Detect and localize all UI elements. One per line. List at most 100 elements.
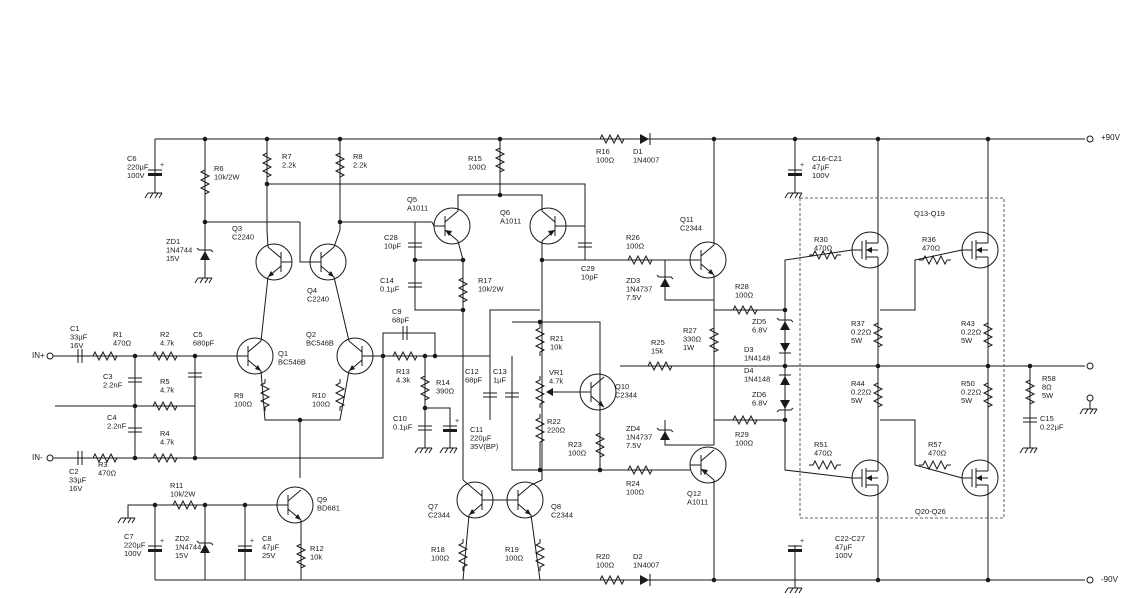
r22-resistor xyxy=(534,414,546,446)
c6-capacitor: + xyxy=(148,162,164,176)
output-ground-terminal xyxy=(1086,394,1094,402)
r23-resistor xyxy=(594,429,606,461)
output-stage-box xyxy=(799,197,1005,519)
wire xyxy=(714,309,786,421)
pos-rail-terminal xyxy=(1086,135,1094,143)
r15-resistor xyxy=(494,144,506,176)
r50-resistor xyxy=(982,379,994,411)
zd4-zener xyxy=(656,427,674,440)
c29-capacitor xyxy=(578,242,592,248)
svg-text:+: + xyxy=(800,538,804,545)
q5-transistor xyxy=(433,207,471,245)
junction-dot xyxy=(264,136,270,142)
r58-resistor xyxy=(1024,376,1036,408)
junction-dot xyxy=(782,363,788,369)
svg-text:+: + xyxy=(455,418,459,425)
r26-resistor xyxy=(624,254,656,266)
c2-capacitor xyxy=(77,451,83,465)
wire xyxy=(382,332,436,356)
input-minus-label: IN- xyxy=(32,453,43,462)
ground-symbol xyxy=(1019,439,1038,454)
junction-dot xyxy=(875,136,881,142)
c12-capacitor xyxy=(483,392,497,398)
vr1-potentiometer xyxy=(534,376,546,408)
wire xyxy=(664,420,714,446)
r13-resistor xyxy=(389,350,421,362)
ground-symbol xyxy=(414,439,433,454)
q2-transistor xyxy=(336,337,374,375)
r36-resistor xyxy=(919,254,951,266)
pos-rail-label: +90V xyxy=(1101,133,1121,142)
zd3-zener xyxy=(656,274,674,287)
r21-resistor xyxy=(534,324,546,356)
r19-resistor xyxy=(534,539,546,571)
r37-resistor xyxy=(872,319,884,351)
wire xyxy=(511,356,600,471)
ground-symbol xyxy=(1079,400,1098,415)
r7-resistor xyxy=(261,149,273,181)
c4-capacitor xyxy=(128,427,142,433)
d1-diode xyxy=(640,133,651,145)
c10-capacitor: + xyxy=(443,418,459,432)
zd2-zener xyxy=(196,540,214,553)
input-plus-terminal xyxy=(46,352,54,360)
svg-text:+: + xyxy=(160,162,164,169)
zd6-zener xyxy=(776,400,794,413)
junction-dot xyxy=(711,136,717,142)
ground-symbol xyxy=(439,439,458,454)
wire xyxy=(462,514,470,581)
d3-diode xyxy=(779,343,791,354)
r10-resistor xyxy=(334,379,346,411)
junction-dot xyxy=(460,257,466,263)
vr1-wiper-arrow xyxy=(546,388,553,396)
d4-diode xyxy=(779,374,791,385)
circuit-components: ++++++ xyxy=(46,133,1098,594)
c5-capacitor xyxy=(188,372,202,378)
q6-transistor xyxy=(529,207,567,245)
c28-capacitor xyxy=(408,242,422,248)
q9-transistor xyxy=(276,486,314,524)
wire xyxy=(664,260,714,301)
wire xyxy=(566,225,586,230)
r16-resistor xyxy=(596,133,628,145)
r2-resistor xyxy=(149,350,181,362)
wire xyxy=(260,276,269,342)
